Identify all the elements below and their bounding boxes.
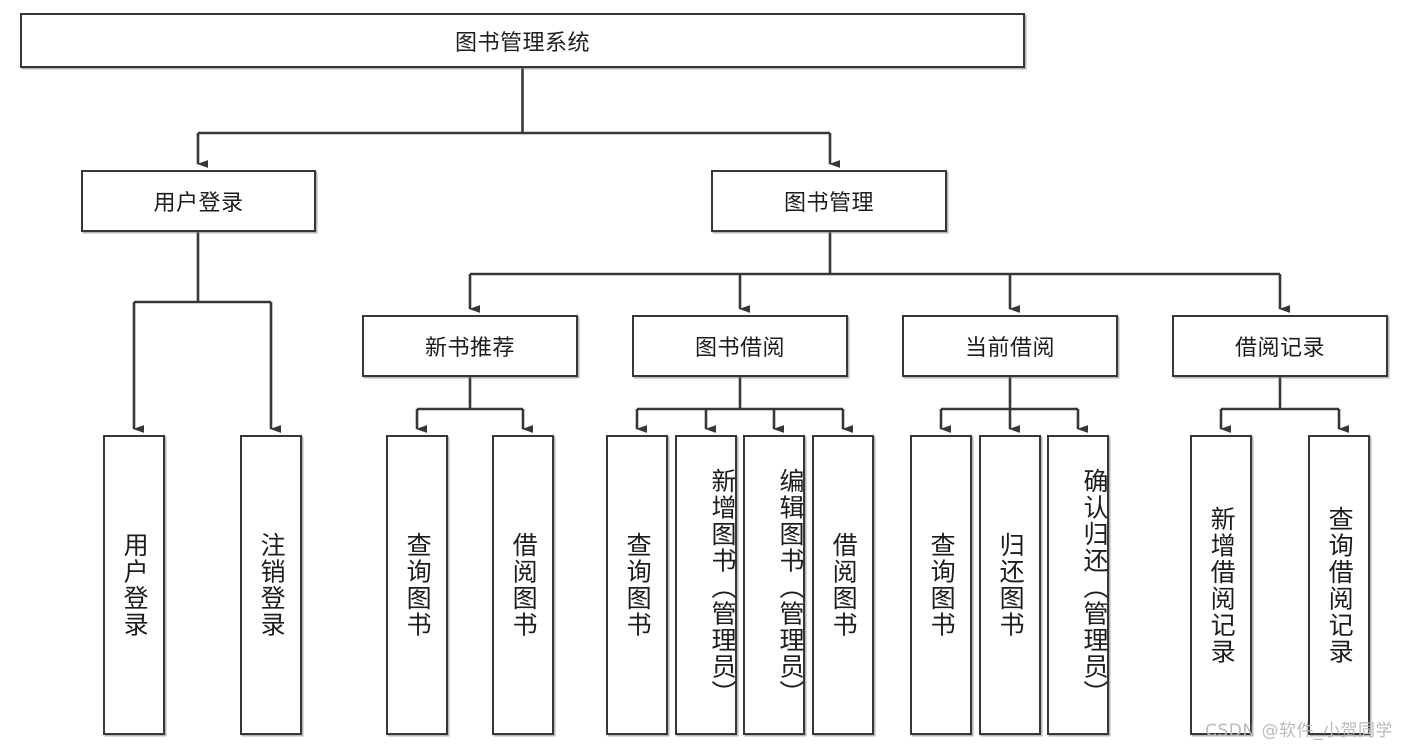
node-borrow-record-label: 借阅记录	[1234, 336, 1325, 361]
node-user-login[interactable]: 用户登录	[81, 170, 316, 232]
node-book-borrow-label: 图书借阅	[694, 336, 785, 361]
node-leaf-add-book[interactable]: 新增图书（管理员）	[675, 435, 737, 735]
node-book-manage[interactable]: 图书管理	[711, 170, 947, 232]
node-leaf-borrow-book-1-label: 借阅图书	[509, 532, 539, 638]
node-leaf-query-book-2-label: 查询图书	[623, 532, 653, 638]
node-book-borrow[interactable]: 图书借阅	[632, 315, 848, 377]
node-leaf-add-record-label: 新增借阅记录	[1207, 505, 1237, 665]
node-leaf-query-record-label: 查询借阅记录	[1325, 505, 1355, 665]
node-leaf-query-book-3[interactable]: 查询图书	[910, 435, 972, 735]
node-leaf-return-book[interactable]: 归还图书	[979, 435, 1041, 735]
node-leaf-confirm-return[interactable]: 确认归还（管理员）	[1047, 435, 1109, 735]
node-leaf-edit-book[interactable]: 编辑图书（管理员）	[743, 435, 805, 735]
node-leaf-add-book-label: 新增图书（管理员）	[708, 467, 737, 707]
node-new-book-rec-label: 新书推荐	[424, 336, 515, 361]
node-leaf-query-book-3-label: 查询图书	[927, 532, 957, 638]
node-leaf-logout-label: 注销登录	[257, 532, 287, 638]
node-leaf-query-book-2[interactable]: 查询图书	[606, 435, 668, 735]
node-leaf-user-login-label: 用户登录	[120, 532, 150, 638]
node-leaf-query-record[interactable]: 查询借阅记录	[1308, 435, 1370, 735]
node-current-borrow[interactable]: 当前借阅	[902, 315, 1118, 377]
csdn-watermark: CSDN @软件_小贺同学	[1205, 721, 1393, 741]
node-leaf-user-login[interactable]: 用户登录	[103, 435, 165, 735]
node-user-login-label: 用户登录	[153, 191, 244, 216]
node-current-borrow-label: 当前借阅	[964, 336, 1055, 361]
node-book-manage-label: 图书管理	[783, 191, 874, 216]
node-leaf-query-book-1[interactable]: 查询图书	[386, 435, 448, 735]
node-borrow-record[interactable]: 借阅记录	[1172, 315, 1388, 377]
node-root-label: 图书管理系统	[454, 30, 590, 56]
node-leaf-query-book-1-label: 查询图书	[403, 532, 433, 638]
node-leaf-add-record[interactable]: 新增借阅记录	[1190, 435, 1252, 735]
node-leaf-borrow-book-2-label: 借阅图书	[829, 532, 859, 638]
node-leaf-borrow-book-2[interactable]: 借阅图书	[812, 435, 874, 735]
node-leaf-logout[interactable]: 注销登录	[240, 435, 302, 735]
node-new-book-rec[interactable]: 新书推荐	[362, 315, 578, 377]
node-leaf-return-book-label: 归还图书	[996, 532, 1026, 638]
node-leaf-borrow-book-1[interactable]: 借阅图书	[492, 435, 554, 735]
node-root[interactable]: 图书管理系统	[20, 13, 1025, 68]
node-leaf-edit-book-label: 编辑图书（管理员）	[776, 467, 805, 707]
node-leaf-confirm-return-label: 确认归还（管理员）	[1080, 467, 1109, 707]
